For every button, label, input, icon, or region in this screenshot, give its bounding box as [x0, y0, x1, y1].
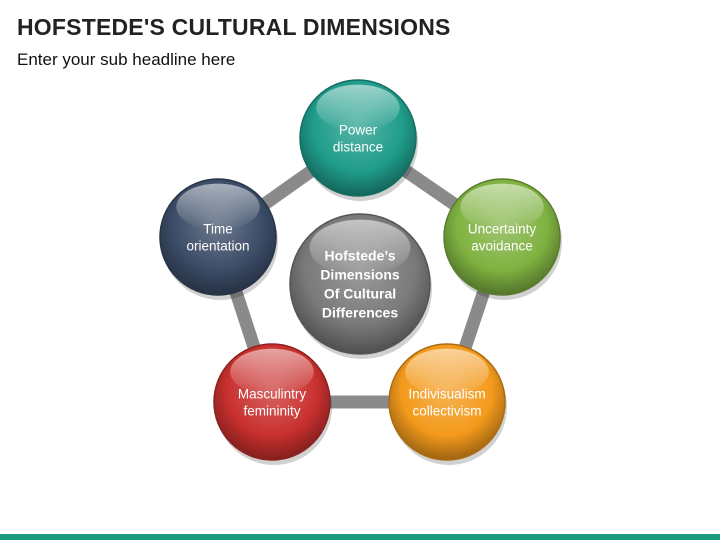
page-title: HOFSTEDE'S CULTURAL DIMENSIONS	[17, 14, 451, 40]
node-power-distance: Power distance	[299, 79, 418, 201]
node-time-orientation-label-line: Time	[203, 222, 233, 237]
node-power-distance-label-line: distance	[333, 140, 383, 155]
node-masculintry-femininity: Masculintry femininity	[213, 343, 332, 465]
node-indivisualism-collectivism-label-line: collectivism	[412, 404, 481, 419]
node-masculintry-femininity-label-line: Masculintry	[238, 387, 307, 402]
node-uncertainty-avoidance-label-line: Uncertainty	[468, 222, 537, 237]
node-power-distance-label-line: Power	[339, 123, 378, 138]
center-hub-label-line: Of Cultural	[324, 286, 396, 302]
bottom-accent-bar	[0, 534, 720, 540]
page-subtitle: Enter your sub headline here	[17, 50, 236, 69]
node-indivisualism-collectivism: Indivisualism collectivism	[388, 343, 507, 465]
node-uncertainty-avoidance-label-line: avoidance	[471, 239, 533, 254]
node-indivisualism-collectivism-label-line: Indivisualism	[408, 387, 485, 402]
node-indivisualism-collectivism-gloss	[405, 348, 489, 396]
center-hub-label-line: Dimensions	[320, 267, 400, 283]
node-masculintry-femininity-gloss	[230, 348, 314, 396]
node-time-orientation: Time orientation	[159, 178, 278, 300]
node-time-orientation-label-line: orientation	[186, 239, 249, 254]
center-hub-gloss	[309, 219, 411, 276]
node-uncertainty-avoidance: Uncertainty avoidance	[443, 178, 562, 300]
node-uncertainty-avoidance-gloss	[460, 183, 544, 231]
center-hub-label-line: Differences	[322, 305, 398, 321]
node-power-distance-gloss	[316, 84, 400, 132]
node-time-orientation-gloss	[176, 183, 260, 231]
node-masculintry-femininity-label-line: femininity	[243, 404, 300, 419]
center-hub-label-line: Hofstede’s	[324, 248, 395, 264]
